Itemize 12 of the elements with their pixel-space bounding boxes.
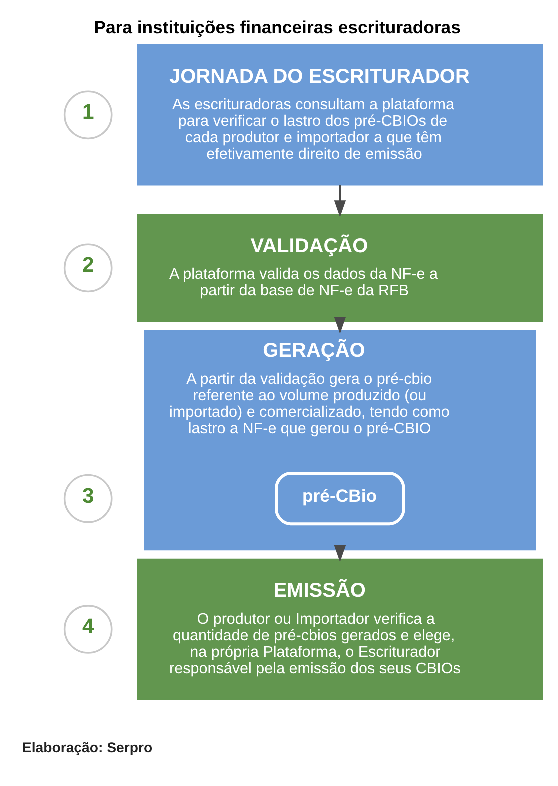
node-circle: 2 bbox=[64, 243, 113, 292]
node-circle: 1 bbox=[64, 90, 113, 140]
diagram-title: Para instituições financeiras escrituradoras bbox=[94, 16, 461, 37]
label: Elaboração: Serpro bbox=[22, 739, 153, 756]
node-box: EMISSÃO O produtor ou Importador verifica a quantidade de pré-cbios gerados e elege, na própria Plataforma, o Escriturador responsável pela emissão dos seus CBIOs bbox=[137, 558, 544, 700]
arrow bbox=[334, 316, 346, 334]
node-box: JORNADA DO ESCRITURADOR As escrituradoras consultam a plataforma para verificar o lastro dos pré-CBIOs de cada produtor e importador a que têm efetivamente direito de emissão bbox=[137, 44, 544, 186]
arrow bbox=[334, 185, 346, 217]
node-box: pré-CBio bbox=[275, 472, 406, 526]
arrow bbox=[334, 544, 346, 562]
node-circle: 4 bbox=[64, 604, 113, 654]
node-circle: 3 bbox=[64, 474, 113, 523]
